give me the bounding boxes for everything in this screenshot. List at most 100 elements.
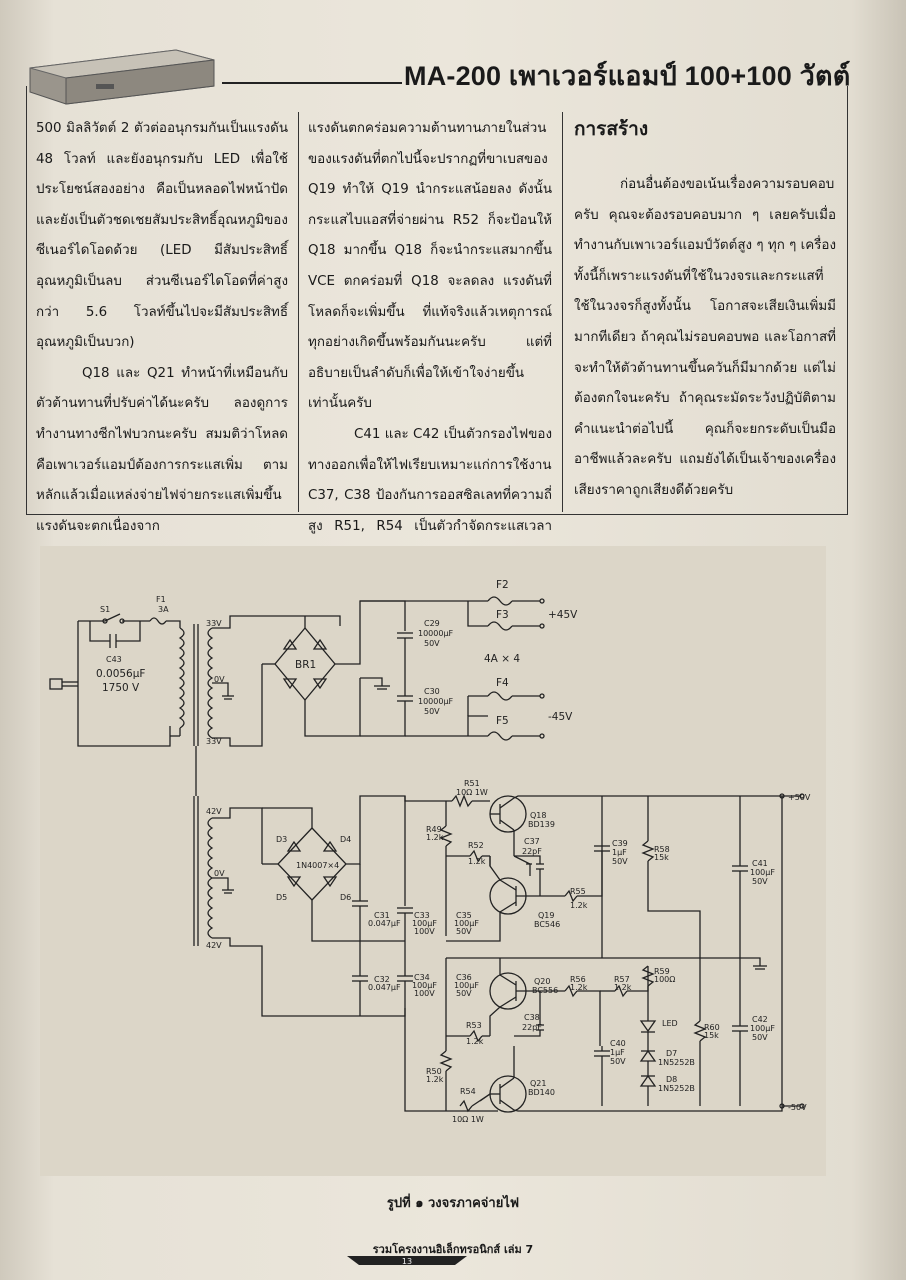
label-q18: Q18 [530,811,546,820]
label-c43-voltage: 1750 V [102,682,140,694]
label-r58-value: 15k [654,853,669,862]
label-c35-value: 100μF [454,919,479,928]
label-r52: R52 [468,841,484,850]
label-q21-type: BD140 [528,1088,555,1097]
paragraph: Q18 และ Q21 ทำหน้าที่เหมือนกับตัวต้านทาน… [36,365,288,534]
text-column-2: แรงดันตกคร่อมความต้านทานภายในส่วนของแรงด… [308,114,552,573]
label-plus-50v: +50V [788,793,811,802]
label-c38-value: 22pF [522,1023,542,1032]
primary-circuit [49,613,199,946]
label-r54-value: 10Ω 1W [452,1115,484,1124]
label-r59-value: 100Ω [654,975,675,984]
label-c34: C34 [414,973,430,982]
label-q19-type: BC546 [534,920,560,929]
label-s1: S1 [100,605,110,614]
column-divider [298,112,299,512]
label-f1-rating: 3A [158,605,169,614]
label-q20: Q20 [534,977,550,986]
label-r55: R55 [570,887,586,896]
label-r56-value: 1.2k [570,983,588,992]
label-f2: F2 [496,579,509,591]
label-f4: F4 [496,677,509,689]
power-supply-schematic: S1 F1 3A C43 0.0056μF 1750 V [49,579,811,1124]
label-c38: C38 [524,1013,540,1022]
label-c29-value: 10000μF [418,629,454,638]
label-fuse-rating: 4A × 4 [484,653,520,665]
paragraph: 500 มิลลิวัตต์ 2 ตัวต่ออนุกรมกันเป็นแรงด… [36,121,288,351]
section-heading: การสร้าง [574,118,649,140]
label-0v-b: 0V [214,869,225,878]
label-r58: R58 [654,845,670,854]
label-33v-bottom: 33V [206,737,222,746]
label-d3: D3 [276,835,287,844]
label-c40-voltage: 50V [610,1057,626,1066]
schematic-figure: S1 F1 3A C43 0.0056μF 1750 V [40,546,826,1176]
label-d6: D6 [340,893,351,902]
label-bridge-diodes: 1N4007×4 [296,861,339,870]
label-r53: R53 [466,1021,482,1030]
label-d8: D8 [666,1075,677,1084]
label-c32-value: 0.047μF [368,983,401,992]
page-number: 13 [402,1257,412,1266]
label-f1: F1 [156,595,166,604]
page-title: MA-200 เพาเวอร์แอมป์ 100+100 วัตต์ [404,61,851,91]
label-c39-value: 1μF [612,848,627,857]
label-q20-type: BC556 [532,986,558,995]
label-r49-value: 1.2k [426,833,444,842]
footer-title: รวมโครงงานอิเล็กทรอนิกส์ เล่ม 7 [372,1243,534,1256]
label-c31-value: 0.047μF [368,919,401,928]
label-c36-voltage: 50V [456,989,472,998]
label-42v-top: 42V [206,807,222,816]
label-r57-value: 1.2k [614,983,632,992]
label-r51: R51 [464,779,480,788]
label-42v-bottom: 42V [206,941,222,950]
label-c39-voltage: 50V [612,857,628,866]
label-r50-value: 1.2k [426,1075,444,1084]
label-r51-value: 10Ω 1W [456,788,488,797]
title-rule [222,82,402,84]
label-c29: C29 [424,619,440,628]
label-c43-value: 0.0056μF [96,668,145,680]
label-br1: BR1 [295,659,316,671]
label-c37-value: 22pF [522,847,542,856]
label-r53-value: 1.2k [466,1037,484,1046]
secondary-winding-1 [207,596,545,747]
label-c42-voltage: 50V [752,1033,768,1042]
label-0v-a: 0V [214,675,225,684]
figure-caption: รูปที่ ๑ วงจรภาคจ่ายไฟ [386,1196,520,1211]
label-c31: C31 [374,911,390,920]
label-c30-value: 10000μF [418,697,454,706]
paragraph: แรงดันตกคร่อมความต้านทานภายในส่วนของแรงด… [308,121,552,412]
label-r52-value: 1.2k [468,857,486,866]
label-c42: C42 [752,1015,768,1024]
column-divider [562,112,563,512]
label-c42-value: 100μF [750,1024,775,1033]
label-d4: D4 [340,835,351,844]
label-33v-top: 33V [206,619,222,628]
label-c41-voltage: 50V [752,877,768,886]
label-c35-voltage: 50V [456,927,472,936]
label-f3: F3 [496,609,509,621]
label-c36-value: 100μF [454,981,479,990]
label-c29-voltage: 50V [424,639,440,648]
label-c33: C33 [414,911,430,920]
text-column-1: 500 มิลลิวัตต์ 2 ตัวต่ออนุกรมกันเป็นแรงด… [36,114,288,542]
label-q19: Q19 [538,911,554,920]
label-r57: R57 [614,975,630,984]
label-r56: R56 [570,975,586,984]
amplifier-photo [29,49,215,105]
label-d7-type: 1N5252B [658,1058,695,1067]
label-plus-45v: +45V [548,609,578,621]
label-c32: C32 [374,975,390,984]
label-c37: C37 [524,837,540,846]
label-r49: R49 [426,825,442,834]
label-q21: Q21 [530,1079,546,1088]
regulator-circuit [207,793,805,1113]
label-c40-value: 1μF [610,1048,625,1057]
label-d5: D5 [276,893,287,902]
label-r55-value: 1.2k [570,901,588,910]
text-column-3: การสร้าง ก่อนอื่นต้องขอเน้นเรื่องความรอบ… [574,114,836,507]
label-c34-voltage: 100V [414,989,435,998]
label-c36: C36 [456,973,472,982]
